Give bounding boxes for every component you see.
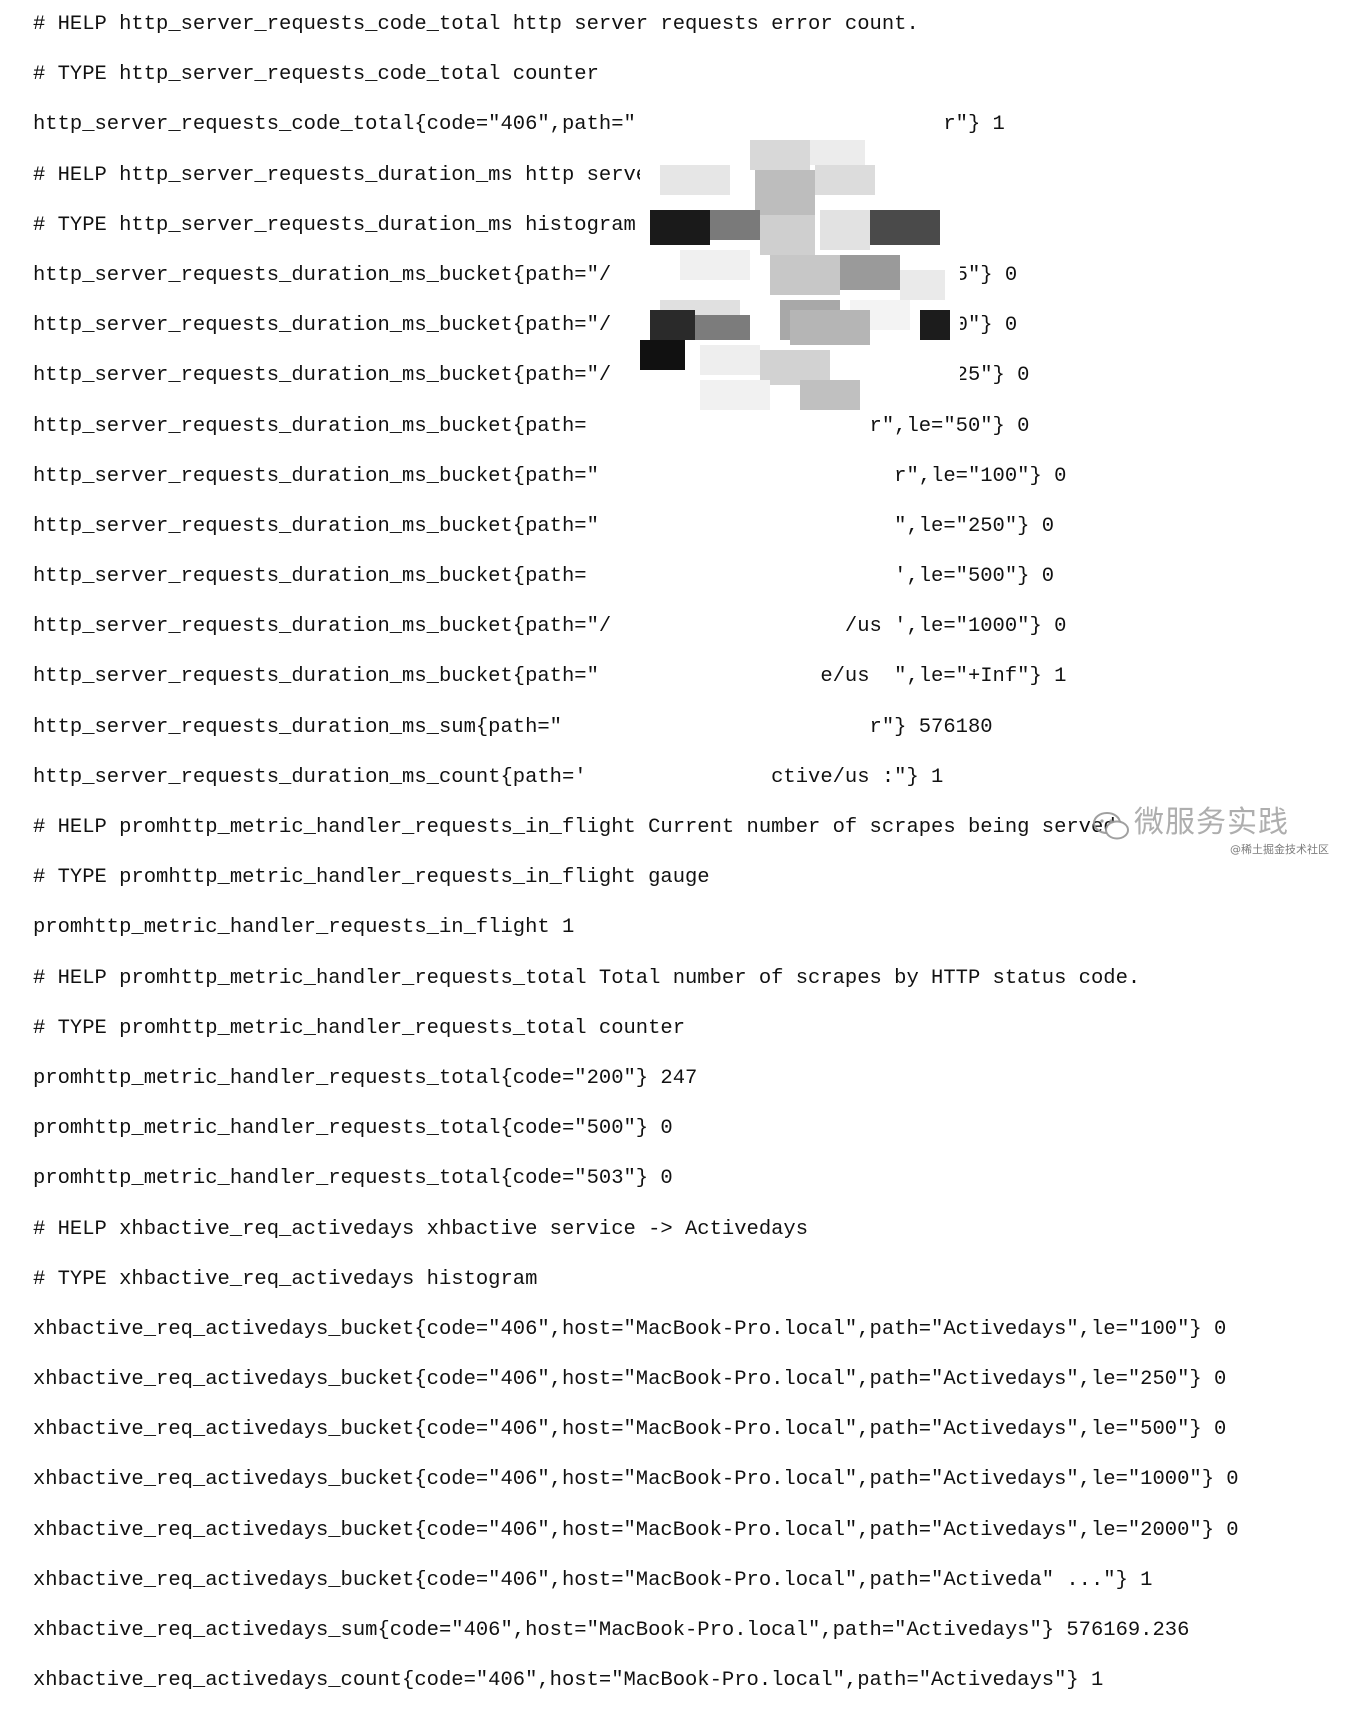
metric-line: http_server_requests_duration_ms_bucket{… (33, 464, 1067, 488)
mosaic-cell (640, 340, 685, 370)
mosaic-cell (790, 310, 870, 345)
metric-line: promhttp_metric_handler_requests_total{c… (33, 1066, 698, 1090)
type-line: # TYPE http_server_requests_duration_ms … (33, 213, 636, 237)
mosaic-cell (820, 210, 870, 250)
watermark-title: 微服务实践 (1134, 805, 1289, 840)
metric-line: http_server_requests_duration_ms_bucket{… (33, 414, 1030, 438)
type-line: # TYPE http_server_requests_code_total c… (33, 63, 599, 87)
mosaic-cell (920, 310, 950, 340)
metric-line: xhbactive_req_activedays_bucket{code="40… (33, 1368, 1227, 1392)
mosaic-cell (760, 350, 830, 385)
mosaic-cell (800, 380, 860, 410)
metric-line: http_server_requests_code_total{code="40… (33, 113, 1005, 137)
mosaic-cell (810, 140, 865, 165)
watermark: 微服务实践 @稀土掘金技术社区 (1090, 795, 1330, 865)
watermark-subtitle: @稀土掘金技术社区 (1230, 843, 1329, 856)
metric-line: promhttp_metric_handler_requests_total{c… (33, 1167, 673, 1191)
mosaic-cell (900, 270, 945, 300)
type-line: # TYPE promhttp_metric_handler_requests_… (33, 866, 710, 890)
metric-line: xhbactive_req_activedays_bucket{code="40… (33, 1568, 1153, 1592)
type-line: # TYPE promhttp_metric_handler_requests_… (33, 1016, 686, 1040)
metric-line: promhttp_metric_handler_requests_total{c… (33, 1117, 673, 1141)
mosaic-cell (700, 345, 760, 375)
help-line: # HELP promhttp_metric_handler_requests_… (33, 816, 1128, 839)
wechat-icon (1093, 812, 1129, 840)
mosaic-cell (695, 315, 750, 340)
help-line: # HELP http_server_requests_code_total h… (33, 13, 919, 36)
metric-line: http_server_requests_duration_ms_bucket{… (33, 665, 1067, 689)
redaction-mosaic (640, 140, 960, 415)
metric-line: xhbactive_req_activedays_bucket{code="40… (33, 1418, 1227, 1442)
metric-line: http_server_requests_duration_ms_bucket{… (33, 565, 1055, 589)
metric-line: http_server_requests_duration_ms_bucket{… (33, 514, 1055, 538)
mosaic-cell (815, 165, 875, 195)
mosaic-cell (700, 380, 770, 410)
help-line: # HELP xhbactive_req_activedays xhbactiv… (33, 1217, 809, 1241)
metric-line: http_server_requests_duration_ms_bucket{… (33, 615, 1067, 639)
mosaic-cell (755, 170, 815, 215)
metric-line: xhbactive_req_activedays_count{code="406… (33, 1669, 1104, 1693)
metric-line: http_server_requests_duration_ms_count{p… (33, 765, 944, 789)
metric-line: http_server_requests_duration_ms_sum{pat… (33, 715, 993, 739)
mosaic-cell (650, 210, 710, 245)
mosaic-cell (870, 210, 940, 245)
mosaic-cell (660, 165, 730, 195)
type-line: # TYPE xhbactive_req_activedays histogra… (33, 1267, 538, 1291)
metric-line: promhttp_metric_handler_requests_in_flig… (33, 916, 575, 940)
metric-line: http_server_requests_duration_ms_bucket{… (33, 263, 1018, 287)
mosaic-cell (650, 310, 695, 340)
mosaic-cell (710, 210, 760, 240)
metric-line: http_server_requests_duration_ms_bucket{… (33, 314, 1018, 338)
metric-line: xhbactive_req_activedays_bucket{code="40… (33, 1468, 1239, 1492)
metric-line: http_server_requests_duration_ms_bucket{… (33, 364, 1030, 388)
metrics-output: # HELP http_server_requests_code_total h… (33, 12, 1239, 1718)
mosaic-cell (680, 250, 750, 280)
metric-line: xhbactive_req_activedays_bucket{code="40… (33, 1518, 1239, 1542)
metric-line: xhbactive_req_activedays_bucket{code="40… (33, 1317, 1227, 1341)
mosaic-cell (750, 140, 810, 170)
metric-line: xhbactive_req_activedays_sum{code="406",… (33, 1619, 1190, 1642)
help-line: # HELP promhttp_metric_handler_requests_… (33, 966, 1141, 990)
mosaic-cell (760, 215, 815, 255)
redaction-mosaic (678, 62, 948, 92)
help-line: # HELP http_server_requests_duration_ms … (33, 163, 944, 187)
mosaic-cell (770, 255, 840, 295)
mosaic-cell (840, 255, 900, 290)
